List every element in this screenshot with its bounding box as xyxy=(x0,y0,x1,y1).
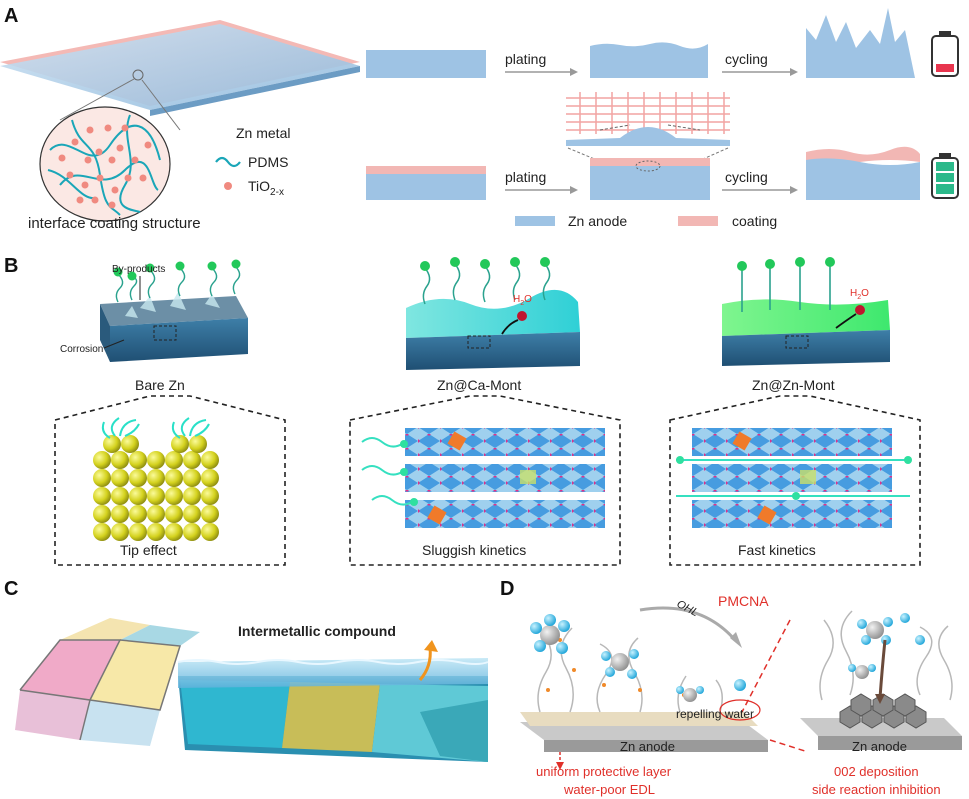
detail-box-zn xyxy=(669,395,921,566)
anode-cycled-bottom xyxy=(806,158,920,200)
grain-surface xyxy=(15,618,200,746)
hex-deposits xyxy=(839,693,927,729)
sluggish-layers xyxy=(361,428,605,528)
label-sluggish: Sluggish kinetics xyxy=(422,542,526,558)
label-uniform-1: uniform protective layer xyxy=(536,764,672,779)
anode-dendrite-top xyxy=(806,8,915,78)
fast-layers xyxy=(676,428,912,528)
label-zn-mont: Zn@Zn-Mont xyxy=(752,377,835,393)
zn-mont-block xyxy=(722,257,890,366)
panel-b: B By-products Corrosion Bare xyxy=(4,255,921,566)
zoom-line-anode xyxy=(769,739,809,753)
label-imc: Intermetallic compound xyxy=(238,623,396,639)
arrowhead-cycling-bottom xyxy=(790,186,798,194)
label-tip-effect: Tip effect xyxy=(120,542,177,558)
label-uniform-2: water-poor EDL xyxy=(563,782,655,797)
legend-swatch-coating xyxy=(678,216,718,226)
label-zn-anode-2: Zn anode xyxy=(852,739,907,754)
arrow-corrosion xyxy=(103,339,125,349)
battery-low-icon xyxy=(931,31,959,77)
panel-d: D Zn anode OHL xyxy=(500,578,962,797)
label-h2o-ca: H2O xyxy=(513,294,532,307)
tio2-legend-icon xyxy=(224,182,232,190)
anode-plated-bottom xyxy=(590,166,710,200)
protective-layer xyxy=(520,712,758,726)
zoom-ellipse-d xyxy=(719,699,761,721)
bare-zn-block xyxy=(100,259,248,362)
zoom-point xyxy=(132,69,144,81)
battery-full-icon xyxy=(931,153,959,199)
zn-metal-sheet xyxy=(0,24,360,110)
panel-label-c: C xyxy=(4,578,18,600)
tip-effect-balls xyxy=(93,417,219,541)
polymer-chains-right xyxy=(819,610,953,701)
label-dep-1: 002 deposition xyxy=(834,764,919,779)
arrowhead-cycling-top xyxy=(790,68,798,76)
arrowhead-plating-top xyxy=(570,68,578,76)
label-corrosion: Corrosion xyxy=(60,344,103,355)
arrowhead-plating-bottom xyxy=(570,186,578,194)
label-ca-mont: Zn@Ca-Mont xyxy=(437,377,521,393)
zn-metal-edge xyxy=(150,66,360,116)
label-plating-bottom: plating xyxy=(505,169,546,185)
label-tio2: TiO2-x xyxy=(248,178,284,198)
zoom-line-left xyxy=(59,78,135,121)
panel-c: C Intermetallic compound xyxy=(4,578,489,762)
anode-slab-right-side xyxy=(818,736,962,750)
label-interface-coating: interface coating structure xyxy=(28,215,201,232)
anode-initial-top xyxy=(366,50,486,78)
label-ohl: OHL xyxy=(675,598,701,619)
label-zn-metal: Zn metal xyxy=(236,125,290,141)
legend-label-coating: coating xyxy=(732,213,777,229)
zoom-ellipse xyxy=(635,160,661,172)
solvated-clusters-right xyxy=(848,613,925,679)
label-byproducts: By-products xyxy=(112,264,165,275)
solvated-clusters xyxy=(530,614,746,702)
label-cycling-top: cycling xyxy=(725,51,768,67)
label-pdms: PDMS xyxy=(248,154,288,170)
anode-initial-bottom xyxy=(366,174,486,200)
panel-label-b: B xyxy=(4,255,18,277)
label-bare-zn: Bare Zn xyxy=(135,377,185,393)
coating-initial xyxy=(366,166,486,174)
label-dep-2: side reaction inhibition xyxy=(812,782,941,797)
ca-mont-block xyxy=(406,257,580,370)
anode-plated-top xyxy=(590,42,708,78)
arrow-imc xyxy=(418,647,432,681)
interface-coating-circle xyxy=(39,106,171,222)
detail-box-ca xyxy=(349,395,621,566)
label-zn-anode-1: Zn anode xyxy=(620,739,675,754)
legend-label-anode: Zn anode xyxy=(568,213,627,229)
detail-box-bare xyxy=(54,395,286,566)
label-fast: Fast kinetics xyxy=(738,542,816,558)
chain-markers-left xyxy=(546,638,686,697)
label-h2o-zn: H2O xyxy=(850,288,869,301)
legend-swatch-anode xyxy=(515,216,555,226)
arrowhead-ohl xyxy=(730,632,742,648)
anode-slab-left-top xyxy=(520,722,768,740)
panel-a: A Zn metal PDMS TiO2-x interfa xyxy=(0,5,959,232)
panel-label-a: A xyxy=(4,5,18,27)
label-cycling-bottom: cycling xyxy=(725,169,768,185)
arrowhead-uniform xyxy=(556,762,564,770)
coating-plated xyxy=(590,158,710,166)
arrowhead-imc xyxy=(424,640,438,652)
arrowhead-deposition xyxy=(875,694,885,704)
arrow-ohl xyxy=(639,606,737,641)
zoom-line-right xyxy=(141,79,181,131)
coating-mesh xyxy=(566,92,730,146)
panel-label-d: D xyxy=(500,578,514,600)
label-repelling: repelling water xyxy=(676,707,754,721)
anode-slab-left-side xyxy=(544,740,768,752)
zoom-line-pmcna xyxy=(741,619,791,713)
pdms-legend-icon xyxy=(215,156,241,168)
label-plating-top: plating xyxy=(505,51,546,67)
label-pmcna: PMCNA xyxy=(718,593,769,609)
intermetallic-layer xyxy=(177,658,489,762)
arrow-deposition xyxy=(878,639,887,699)
